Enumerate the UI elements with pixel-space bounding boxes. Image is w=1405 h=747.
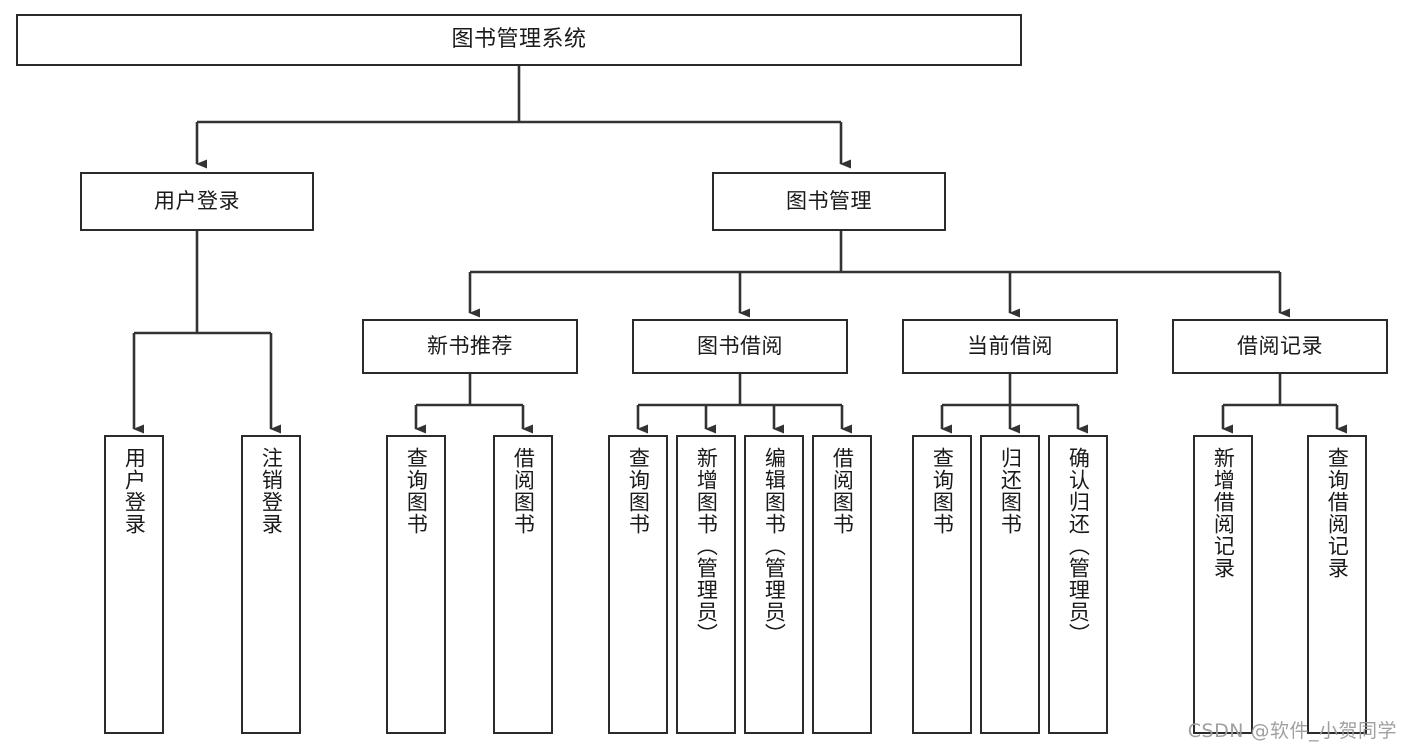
node-user-login[interactable]: 用户登录 <box>80 172 314 231</box>
node-leaf-edit-book-label: 编辑图书（管理员） <box>762 447 787 645</box>
node-leaf-borrow-book-2-label: 借阅图书 <box>830 447 855 535</box>
node-leaf-query-book-1[interactable]: 查询图书 <box>386 435 446 734</box>
node-book-management-label: 图书管理 <box>786 188 872 213</box>
node-leaf-query-book-2[interactable]: 查询图书 <box>608 435 668 734</box>
node-borrow-record[interactable]: 借阅记录 <box>1172 319 1388 374</box>
node-leaf-user-login-label: 用户登录 <box>122 447 147 535</box>
node-root-system-label: 图书管理系统 <box>451 26 587 52</box>
node-leaf-return-book-label: 归还图书 <box>998 447 1023 535</box>
node-leaf-query-book-3-label: 查询图书 <box>930 447 955 535</box>
node-leaf-edit-book[interactable]: 编辑图书（管理员） <box>744 435 804 734</box>
node-leaf-user-login[interactable]: 用户登录 <box>104 435 164 734</box>
node-leaf-borrow-book-2[interactable]: 借阅图书 <box>812 435 872 734</box>
node-leaf-borrow-book-1-label: 借阅图书 <box>511 447 536 535</box>
node-user-login-label: 用户登录 <box>154 188 240 213</box>
node-borrow-record-label: 借阅记录 <box>1237 333 1323 358</box>
node-leaf-query-book-1-label: 查询图书 <box>404 447 429 535</box>
node-leaf-add-record[interactable]: 新增借阅记录 <box>1193 435 1253 734</box>
node-leaf-logout-login-label: 注销登录 <box>259 447 284 535</box>
node-current-borrow-label: 当前借阅 <box>967 333 1053 358</box>
csdn-watermark: CSDN @软件_小贺同学 <box>1187 720 1397 742</box>
node-leaf-add-book[interactable]: 新增图书（管理员） <box>676 435 736 734</box>
node-leaf-query-book-3[interactable]: 查询图书 <box>912 435 972 734</box>
node-new-book-recommend[interactable]: 新书推荐 <box>362 319 578 374</box>
node-leaf-confirm-return-label: 确认归还（管理员） <box>1066 447 1091 645</box>
node-leaf-confirm-return[interactable]: 确认归还（管理员） <box>1048 435 1108 734</box>
node-leaf-logout-login[interactable]: 注销登录 <box>241 435 301 734</box>
node-leaf-query-book-2-label: 查询图书 <box>626 447 651 535</box>
node-leaf-add-book-label: 新增图书（管理员） <box>694 447 719 645</box>
node-book-borrow[interactable]: 图书借阅 <box>632 319 848 374</box>
node-current-borrow[interactable]: 当前借阅 <box>902 319 1118 374</box>
node-new-book-recommend-label: 新书推荐 <box>427 333 513 358</box>
node-book-management[interactable]: 图书管理 <box>712 172 946 231</box>
node-book-borrow-label: 图书借阅 <box>697 333 783 358</box>
node-leaf-query-record-label: 查询借阅记录 <box>1325 447 1350 579</box>
node-leaf-return-book[interactable]: 归还图书 <box>980 435 1040 734</box>
node-root-system[interactable]: 图书管理系统 <box>16 14 1022 66</box>
node-leaf-query-record[interactable]: 查询借阅记录 <box>1307 435 1367 734</box>
node-leaf-add-record-label: 新增借阅记录 <box>1211 447 1236 579</box>
node-leaf-borrow-book-1[interactable]: 借阅图书 <box>493 435 553 734</box>
